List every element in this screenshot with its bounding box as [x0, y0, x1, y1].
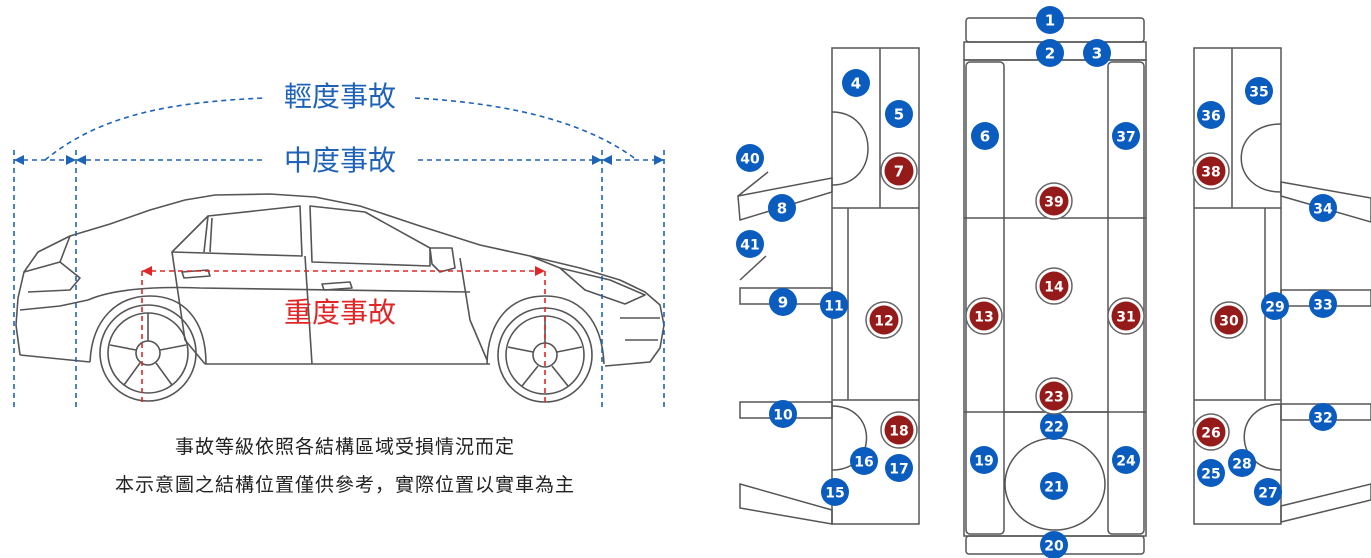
marker-12: 12 — [865, 301, 903, 339]
marker-18: 18 — [880, 411, 918, 449]
marker-label: 37 — [1116, 130, 1135, 146]
marker-label: 20 — [1044, 539, 1064, 555]
marker-39: 39 — [1035, 182, 1073, 220]
marker-6: 6 — [971, 122, 999, 150]
marker-label: 30 — [1219, 314, 1239, 330]
marker-37: 37 — [1112, 122, 1140, 150]
heavy-accident-range — [141, 270, 546, 405]
dimension-arrows — [14, 155, 664, 165]
marker-22: 22 — [1040, 412, 1068, 440]
marker-label: 41 — [740, 238, 759, 254]
marker-label: 26 — [1201, 426, 1220, 442]
car-side-view — [15, 193, 665, 403]
marker-label: 17 — [889, 462, 908, 478]
marker-35: 35 — [1245, 77, 1273, 105]
marker-label: 13 — [974, 310, 993, 326]
marker-15: 15 — [821, 478, 849, 506]
marker-label: 4 — [851, 75, 861, 93]
marker-label: 9 — [778, 294, 788, 312]
marker-23: 23 — [1035, 377, 1073, 415]
marker-40: 40 — [736, 144, 764, 172]
marker-5: 5 — [885, 100, 913, 128]
marker-38: 38 — [1192, 152, 1230, 190]
marker-11: 11 — [820, 291, 848, 319]
marker-32: 32 — [1309, 403, 1337, 431]
marker-label: 2 — [1045, 45, 1055, 63]
marker-20: 20 — [1040, 531, 1068, 558]
light-accident-range — [44, 97, 638, 161]
marker-label: 38 — [1201, 165, 1220, 181]
marker-label: 7 — [894, 163, 904, 181]
marker-label: 39 — [1044, 195, 1063, 211]
marker-10: 10 — [769, 400, 797, 428]
marker-label: 23 — [1044, 390, 1063, 406]
marker-4: 4 — [842, 69, 870, 97]
marker-13: 13 — [965, 297, 1003, 335]
caption-line-2: 本示意圖之結構位置僅供參考，實際位置以實車為主 — [114, 474, 575, 496]
marker-label: 18 — [889, 424, 908, 440]
caption-line-1: 事故等級依照各結構區域受損情況而定 — [174, 436, 515, 458]
marker-25: 25 — [1197, 459, 1225, 487]
marker-16: 16 — [850, 447, 878, 475]
marker-30: 30 — [1210, 301, 1248, 339]
marker-label: 34 — [1313, 202, 1333, 218]
marker-21: 21 — [1040, 472, 1068, 500]
marker-17: 17 — [885, 454, 913, 482]
marker-9: 9 — [769, 288, 797, 316]
marker-34: 34 — [1309, 194, 1337, 222]
marker-27: 27 — [1254, 478, 1282, 506]
marker-label: 32 — [1313, 411, 1332, 427]
marker-label: 11 — [824, 299, 843, 315]
marker-26: 26 — [1192, 413, 1230, 451]
marker-28: 28 — [1228, 449, 1256, 477]
marker-24: 24 — [1112, 446, 1140, 474]
marker-label: 36 — [1201, 109, 1220, 125]
marker-1: 1 — [1036, 6, 1064, 34]
marker-label: 5 — [894, 106, 904, 124]
marker-label: 40 — [740, 152, 760, 168]
marker-label: 28 — [1232, 457, 1251, 473]
marker-label: 29 — [1265, 300, 1284, 316]
marker-31: 31 — [1107, 297, 1145, 335]
marker-14: 14 — [1035, 267, 1073, 305]
marker-3: 3 — [1083, 39, 1111, 67]
medium-accident-range — [13, 150, 665, 410]
marker-label: 12 — [874, 314, 893, 330]
marker-label: 25 — [1201, 467, 1220, 483]
heavy-accident-label: 重度事故 — [284, 296, 396, 329]
marker-label: 35 — [1249, 85, 1268, 101]
marker-label: 31 — [1116, 310, 1135, 326]
marker-label: 15 — [825, 486, 844, 502]
marker-29: 29 — [1261, 292, 1289, 320]
marker-label: 19 — [974, 454, 993, 470]
marker-label: 10 — [773, 408, 793, 424]
marker-label: 24 — [1116, 454, 1136, 470]
heavy-arrows — [142, 266, 545, 276]
marker-label: 8 — [777, 200, 787, 218]
marker-label: 16 — [854, 455, 873, 471]
marker-label: 14 — [1044, 280, 1064, 296]
medium-accident-label: 中度事故 — [284, 144, 396, 177]
marker-19: 19 — [970, 446, 998, 474]
marker-33: 33 — [1309, 290, 1337, 318]
marker-36: 36 — [1197, 101, 1225, 129]
marker-label: 1 — [1045, 12, 1055, 30]
marker-label: 22 — [1044, 420, 1063, 436]
marker-label: 6 — [980, 128, 990, 146]
marker-label: 33 — [1313, 298, 1332, 314]
marker-8: 8 — [768, 194, 796, 222]
marker-label: 21 — [1044, 480, 1063, 496]
marker-label: 27 — [1258, 486, 1277, 502]
marker-41: 41 — [736, 230, 764, 258]
marker-label: 3 — [1092, 45, 1102, 63]
marker-7: 7 — [880, 152, 918, 190]
marker-2: 2 — [1036, 39, 1064, 67]
light-accident-label: 輕度事故 — [284, 80, 396, 113]
